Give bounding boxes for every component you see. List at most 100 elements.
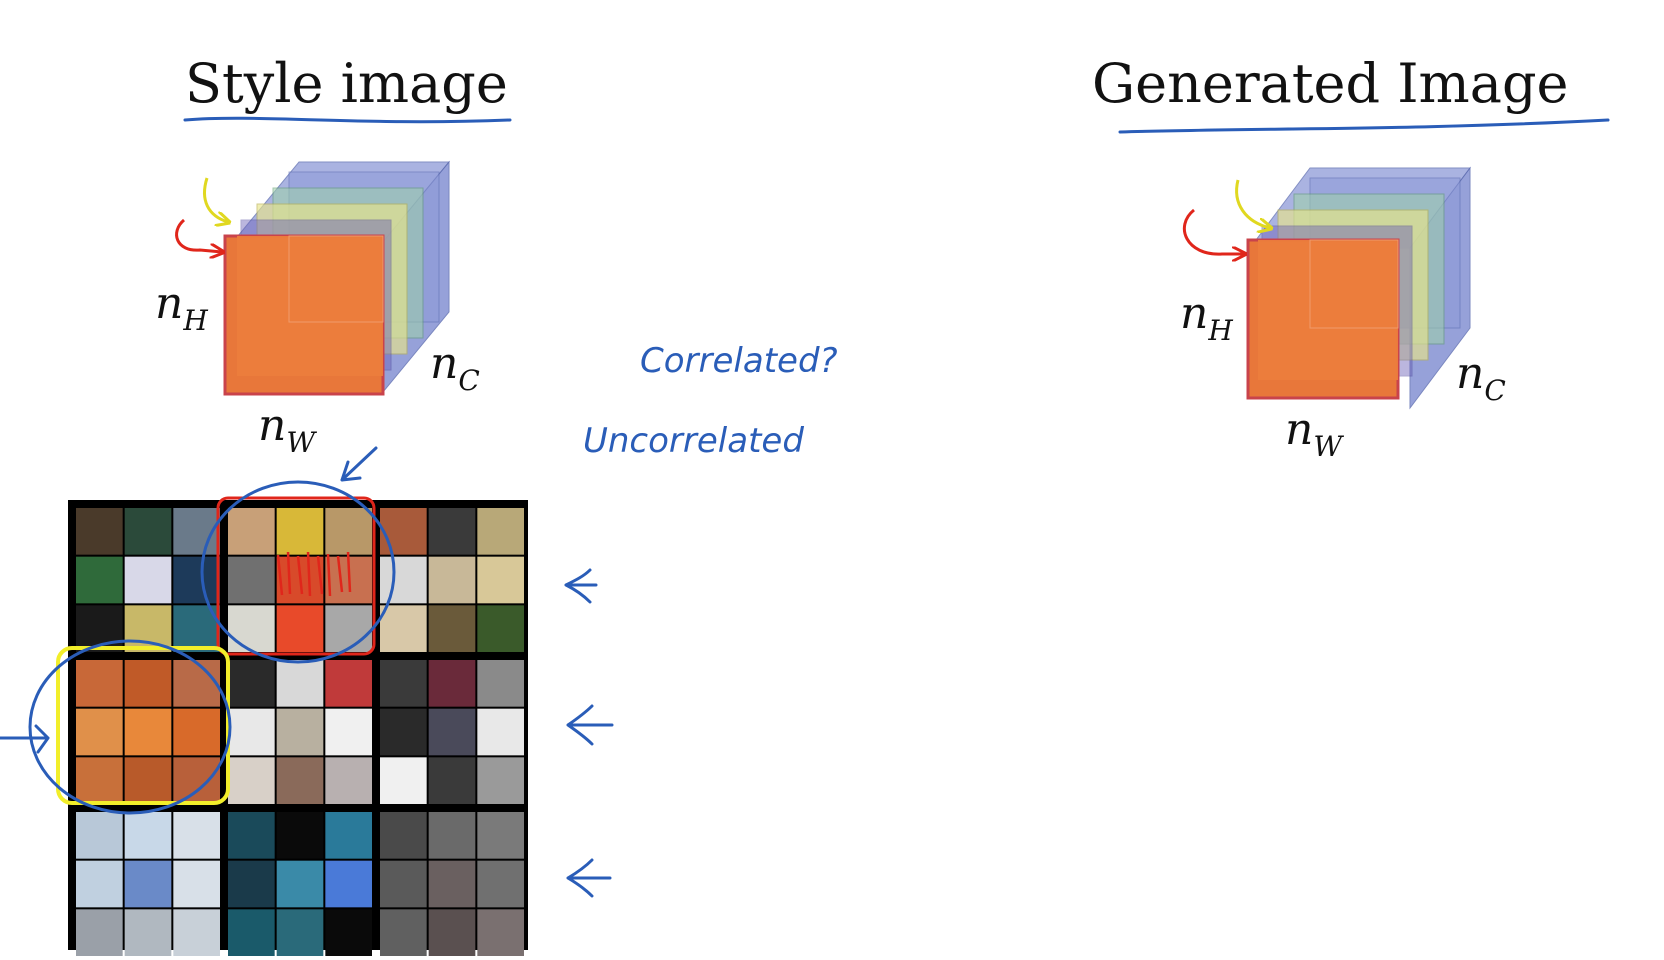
grid-tiles [76, 508, 524, 956]
feature-patch-tile [228, 605, 275, 652]
feature-block [380, 508, 524, 652]
feature-block [76, 660, 220, 804]
feature-patch-tile [173, 860, 220, 908]
feature-patch-tile [325, 508, 372, 555]
feature-patch-tile [124, 660, 172, 707]
feature-patch-tile [477, 556, 524, 604]
gen-yellow-curved-arrow-icon [1235, 179, 1270, 228]
feature-patch-tile [477, 708, 524, 756]
feature-patch-tile [428, 556, 476, 604]
feature-patch-tile [173, 812, 220, 859]
generated-feature-volume [1246, 166, 1471, 410]
blue-left-arrow-icon [564, 568, 598, 604]
feature-patch-tile [76, 508, 123, 555]
generated-title: Generated Image [1092, 52, 1568, 115]
feature-patch-tile [228, 556, 275, 604]
blue-circle-top-block [200, 480, 396, 664]
feature-patch-tile [228, 909, 275, 956]
generated-title-underline [1118, 118, 1610, 134]
feature-patch-tile [428, 660, 476, 707]
feature-patch-tile [276, 660, 324, 707]
feature-patch-tile [380, 605, 427, 652]
generated-panel: Generated Image nH nC nW [1092, 52, 1610, 463]
feature-patch-tile [477, 757, 524, 804]
feature-patch-tile [76, 909, 123, 956]
feature-patch-tile [325, 660, 372, 707]
feature-patch-tile [228, 757, 275, 804]
feature-block [380, 812, 524, 956]
gen-label-height: nH [1180, 288, 1233, 347]
feature-patch-tile [325, 757, 372, 804]
note-uncorrelated: Uncorrelated [583, 421, 804, 461]
yellow-highlight-box [56, 646, 230, 805]
feature-patch-tile [276, 605, 324, 652]
style-panel: Style image nH nC nW [155, 52, 512, 459]
feature-patch-tile [76, 757, 123, 804]
style-label-width: nW [258, 400, 317, 459]
feature-patch-tile [124, 605, 172, 652]
feature-patch-tile [124, 508, 172, 555]
feature-patch-tile [325, 708, 372, 756]
blue-right-arrow-icon [0, 724, 50, 754]
feature-patch-tile [124, 860, 172, 908]
feature-block [76, 812, 220, 956]
gen-label-channels: nC [1456, 348, 1506, 407]
red-highlight-box [216, 496, 376, 656]
blue-left-arrow-icon-bottom [566, 858, 612, 898]
style-title: Style image [185, 52, 508, 115]
feature-patch-tile [276, 757, 324, 804]
feature-patch-tile [173, 708, 220, 756]
feature-patch-tile [380, 556, 427, 604]
feature-patch-tile [276, 508, 324, 555]
feature-patch-tile [325, 909, 372, 956]
style-title-underline [183, 116, 512, 124]
feature-patch-tile [124, 556, 172, 604]
feature-patch-tile [124, 812, 172, 859]
feature-patch-tile [325, 812, 372, 859]
feature-patch-tile [276, 812, 324, 859]
feature-patch-tile [428, 812, 476, 859]
style-feature-volume [223, 160, 451, 396]
feature-patch-tile [276, 909, 324, 956]
feature-patch-tile [477, 508, 524, 555]
feature-patch-tile [428, 708, 476, 756]
feature-patch-tile [76, 556, 123, 604]
blue-circle-left-block [28, 639, 232, 815]
feature-patch-tile [380, 860, 427, 908]
feature-patch-tile [76, 708, 123, 756]
feature-patch-tile [477, 660, 524, 707]
feature-block [76, 508, 220, 652]
feature-patch-tile [477, 812, 524, 859]
gen-front-channel-inner [1258, 240, 1398, 380]
gen-red-curved-arrow-icon [1182, 208, 1244, 254]
feature-patch-tile [76, 812, 123, 859]
feature-block [380, 660, 524, 804]
gen-ghost-back-face [1309, 239, 1399, 329]
feature-patch-tile [325, 860, 372, 908]
feature-patch-tile [325, 605, 372, 652]
feature-patch-tile [124, 708, 172, 756]
feature-patch-tile [428, 508, 476, 555]
feature-patch-tile [228, 508, 275, 555]
feature-patch-tile [76, 860, 123, 908]
feature-patch-tile [477, 909, 524, 956]
blue-down-left-arrow-icon [340, 446, 378, 482]
feature-patch-tile [380, 660, 427, 707]
feature-patch-tile [428, 605, 476, 652]
note-correlated: Correlated? [640, 341, 838, 381]
feature-block [228, 812, 372, 956]
yellow-curved-arrow-icon [203, 177, 228, 222]
ghost-back-face [288, 235, 384, 323]
feature-patch-tile [380, 708, 427, 756]
feature-patch-tile [276, 708, 324, 756]
feature-block [228, 660, 372, 804]
feature-patch-tile [428, 860, 476, 908]
feature-patch-tile [380, 812, 427, 859]
gen-label-width: nW [1285, 404, 1344, 463]
feature-patch-tile [124, 909, 172, 956]
red-scribble [276, 551, 352, 597]
feature-patch-tile [380, 757, 427, 804]
feature-patch-tile [228, 708, 275, 756]
red-curved-arrow-icon [175, 218, 222, 252]
